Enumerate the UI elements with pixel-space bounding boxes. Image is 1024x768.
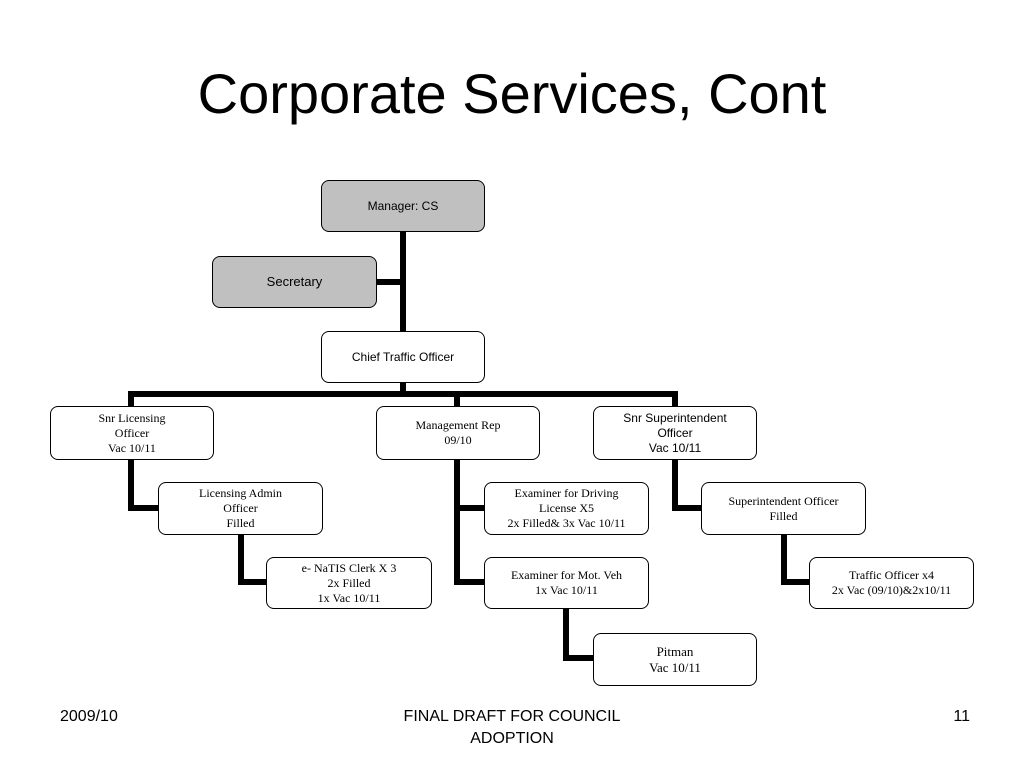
org-box-snr-superintendent-officer-label: Snr Superintendent Officer Vac 10/11 — [623, 410, 727, 455]
org-box-superintendent-officer: Superintendent Officer Filled — [701, 482, 866, 535]
footer-page-number: 11 — [953, 708, 970, 725]
org-box-chief-traffic-officer-label: Chief Traffic Officer — [351, 349, 455, 364]
org-box-licensing-admin-officer: Licensing Admin Officer Filled — [158, 482, 323, 535]
org-box-manager: Manager: CS — [321, 180, 485, 232]
connector-pitman — [563, 608, 594, 661]
org-box-snr-licensing-officer-label: Snr Licensing Officer Vac 10/11 — [98, 410, 166, 455]
connector-enatis-clerk — [238, 534, 267, 585]
org-box-licensing-admin-officer-label: Licensing Admin Officer Filled — [199, 486, 282, 530]
org-box-manager-label: Manager: CS — [367, 198, 439, 213]
org-box-secretary: Secretary — [212, 256, 377, 308]
connector-superintendent — [672, 459, 702, 511]
connector-licensing-admin — [128, 459, 159, 511]
connector-traffic-officer — [781, 534, 810, 585]
org-box-examiner-mot-veh: Examiner for Mot. Veh 1x Vac 10/11 — [484, 557, 649, 609]
org-box-traffic-officer-label: Traffic Officer x4 2x Vac (09/10)&2x10/1… — [831, 568, 952, 597]
org-box-snr-licensing-officer: Snr Licensing Officer Vac 10/11 — [50, 406, 214, 460]
org-box-snr-superintendent-officer: Snr Superintendent Officer Vac 10/11 — [593, 406, 757, 460]
org-box-examiner-driving-license: Examiner for Driving License X5 2x Fille… — [484, 482, 649, 535]
org-box-chief-traffic-officer: Chief Traffic Officer — [321, 331, 485, 383]
org-box-examiner-driving-license-label: Examiner for Driving License X5 2x Fille… — [507, 486, 626, 530]
org-box-enatis-clerk: e- NaTIS Clerk X 3 2x Filled 1x Vac 10/1… — [266, 557, 432, 609]
org-box-management-rep: Management Rep 09/10 — [376, 406, 540, 460]
org-box-secretary-label: Secretary — [266, 274, 323, 289]
org-box-pitman: Pitman Vac 10/11 — [593, 633, 757, 686]
org-box-management-rep-label: Management Rep 09/10 — [415, 418, 501, 447]
footer-center-text: FINAL DRAFT FOR COUNCIL ADOPTION — [403, 708, 621, 747]
slide-title: Corporate Services, Cont — [197, 62, 827, 125]
org-box-examiner-mot-veh-label: Examiner for Mot. Veh 1x Vac 10/11 — [510, 568, 623, 597]
org-box-traffic-officer: Traffic Officer x4 2x Vac (09/10)&2x10/1… — [809, 557, 974, 609]
footer-date: 2009/10 — [60, 708, 118, 725]
org-box-pitman-label: Pitman Vac 10/11 — [649, 643, 701, 675]
org-box-superintendent-officer-label: Superintendent Officer Filled — [728, 493, 839, 523]
org-box-enatis-clerk-label: e- NaTIS Clerk X 3 2x Filled 1x Vac 10/1… — [301, 560, 397, 605]
